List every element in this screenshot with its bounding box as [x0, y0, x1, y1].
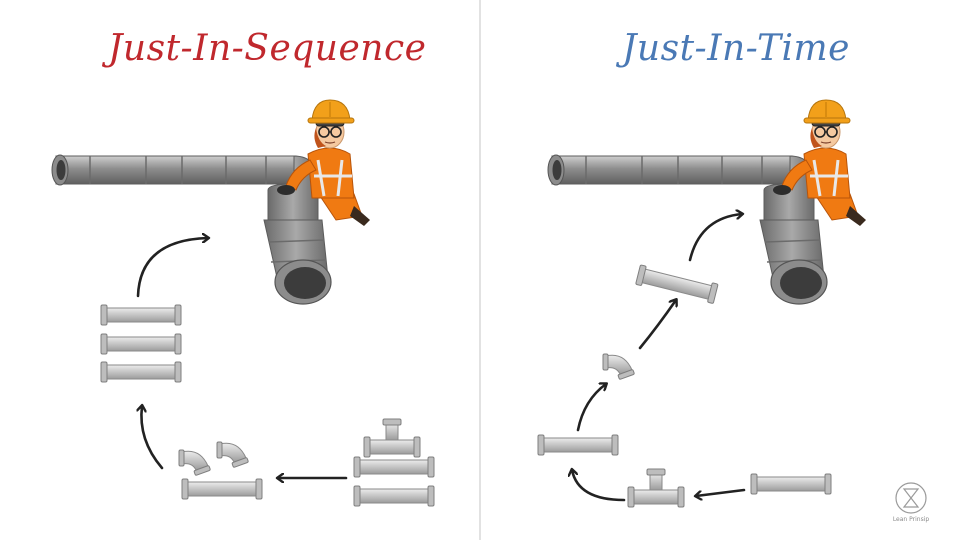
right-arrow-straight-to-elbow [576, 384, 606, 432]
left-stacked-straight-pipes [100, 304, 182, 383]
right-tee-part [627, 468, 685, 508]
right-arrow-angled-to-pipe [688, 214, 742, 262]
right-stock-straight-pipe [750, 473, 832, 495]
left-arrow-elbows-to-stack [141, 406, 164, 470]
title-just-in-sequence: Just-In-Sequence [108, 28, 427, 69]
left-flow-arrows [136, 238, 348, 478]
left-elbow-parts [178, 441, 250, 477]
hourglass-logo-icon [895, 482, 927, 514]
right-arrow-stock-to-tee [696, 488, 746, 496]
brand-logo: Lean Prinsip [884, 480, 938, 526]
right-elbow-part [602, 353, 636, 381]
left-stock-tee-and-pipes [353, 418, 435, 507]
left-installed-pipe [51, 154, 332, 305]
right-flow-arrows [572, 214, 746, 502]
title-just-in-time: Just-In-Time [622, 28, 850, 69]
right-angled-straight-part [635, 264, 719, 305]
logo-text: Lean Prinsip [892, 516, 930, 523]
left-single-straight-pipe [181, 478, 263, 500]
right-arrow-tee-to-straight [572, 470, 626, 502]
right-straight-part [537, 434, 619, 456]
left-arrow-stack-to-pipe [136, 238, 208, 298]
right-arrow-elbow-to-angled [638, 300, 676, 350]
